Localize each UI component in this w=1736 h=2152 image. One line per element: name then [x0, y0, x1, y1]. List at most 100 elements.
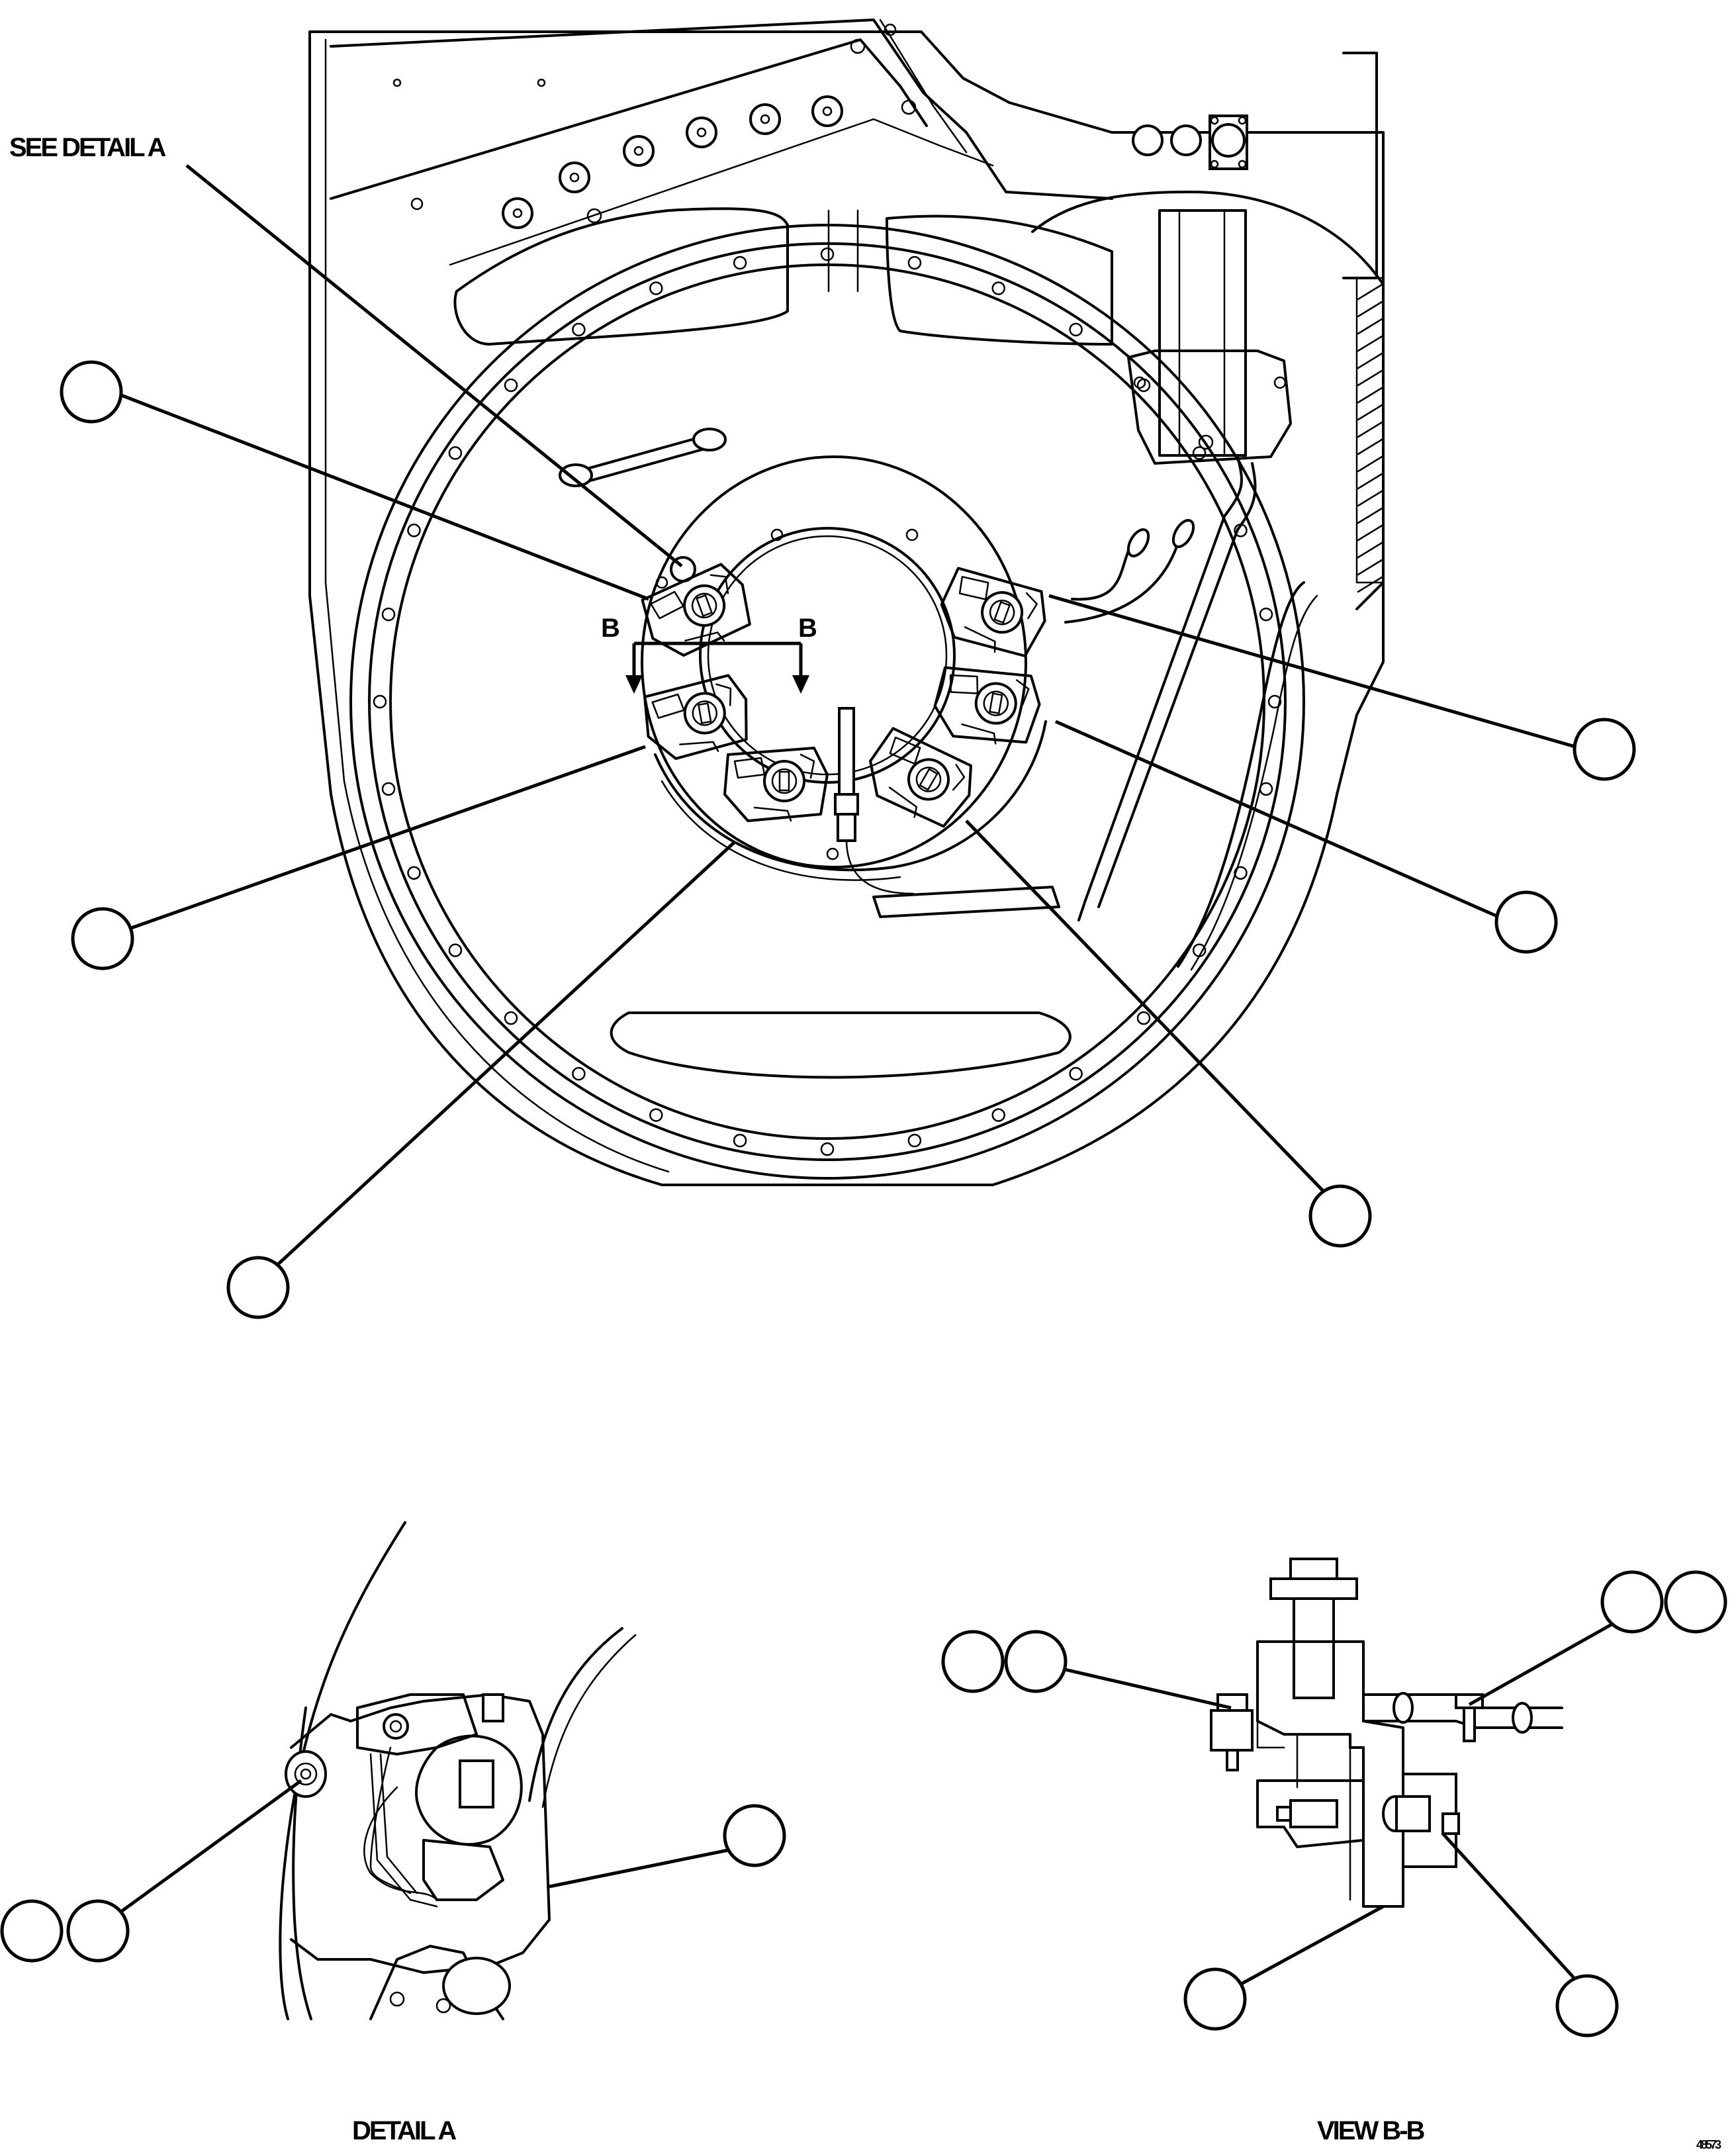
ring-bolt — [407, 524, 421, 538]
callout-balloon-1 — [60, 360, 123, 424]
cable-far-right-2 — [1190, 594, 1318, 971]
ring-bolt — [1136, 1011, 1151, 1025]
view-b-b: VIEW B-B — [941, 1558, 1727, 2145]
shield-plate — [1031, 191, 1385, 610]
drawing-number: 48573 — [1696, 2138, 1721, 2151]
top-panel-slope — [330, 38, 928, 200]
ring-bolt — [572, 1066, 586, 1081]
ring-bolt — [907, 256, 922, 270]
ring-bolt — [907, 1133, 922, 1148]
outer-ring-inner — [368, 242, 1287, 1161]
upper-window — [453, 207, 789, 346]
ring-bolt — [1259, 607, 1273, 622]
cable-leads — [1064, 519, 1195, 624]
detail-a-plate — [290, 1693, 551, 1974]
brush-holder — [940, 567, 1046, 657]
detail-a-brush — [422, 1839, 504, 1901]
callout-balloon-2 — [1573, 718, 1636, 781]
callout-balloon-5 — [1308, 1184, 1372, 1248]
callout-balloon-detail-a-2 — [66, 1899, 130, 1963]
housing-inner-edge — [324, 38, 670, 1173]
bb-bolt-head — [1289, 1558, 1338, 1580]
callout-balloon-bb-2 — [1004, 1630, 1068, 1693]
hatched-strip — [1355, 277, 1385, 584]
leader-detail-a-1 — [118, 1779, 302, 1915]
bb-screw-left — [1216, 1693, 1248, 1712]
callout-balloon-bb-6 — [1555, 1974, 1619, 2037]
ring-bolt — [504, 1011, 518, 1025]
leader-detail-a-3 — [549, 1848, 729, 1889]
brush-holder — [641, 563, 751, 657]
brush-holders — [641, 563, 1046, 828]
leader-bb-1 — [1058, 1666, 1232, 1710]
callout-balloon-bb-1 — [941, 1630, 1005, 1693]
ring-bolt — [1069, 322, 1083, 337]
detail-a-arc-outer — [279, 1521, 406, 2020]
ring-bolts — [373, 247, 1282, 1156]
leader-bb-3 — [1468, 1613, 1629, 1707]
callout-balloon-3 — [1494, 890, 1558, 954]
ring-bolt — [991, 281, 1005, 295]
brush-holder — [869, 727, 972, 828]
lower-window — [610, 1011, 1072, 1079]
top-panel-rib — [879, 19, 968, 154]
leader-3 — [1054, 720, 1500, 919]
ring-bolt — [1234, 866, 1248, 880]
section-cut-b-b — [625, 641, 809, 694]
spoke-vertical — [827, 209, 859, 293]
detail-a-arc-right-2 — [541, 1634, 637, 1808]
see-detail-label: SEE DETAIL A — [9, 133, 166, 162]
ring-bolt — [1069, 1066, 1083, 1081]
ring-bolt — [820, 1142, 835, 1156]
callout-balloon-bb-4 — [1664, 1570, 1727, 1634]
brush-holder — [933, 666, 1041, 745]
cable-far-right — [1177, 581, 1305, 968]
callout-balloon-detail-a-1 — [0, 1899, 64, 1963]
outer-ring — [349, 224, 1305, 1180]
leader-1 — [117, 392, 649, 601]
leader-6 — [277, 841, 736, 1266]
section-label-right: B — [798, 614, 817, 643]
hub-outer — [641, 455, 1027, 868]
ring-bolt — [1267, 694, 1282, 709]
callout-balloon-bb-3 — [1600, 1570, 1664, 1634]
center-sensor — [834, 707, 915, 895]
detail-a-ring — [415, 1734, 523, 1846]
view-b-b-title: VIEW B-B — [1317, 2116, 1425, 2145]
hatching — [1357, 283, 1383, 593]
ring-bolt — [572, 322, 586, 337]
callout-balloon-bb-5 — [1183, 1967, 1247, 2031]
cable-right — [1077, 455, 1243, 921]
leader-see-detail — [185, 164, 683, 567]
bracket-slot — [1158, 209, 1247, 457]
bb-washer — [1269, 1577, 1358, 1600]
ring-bolt — [733, 256, 747, 270]
leader-4 — [130, 745, 646, 930]
hub-bore — [699, 527, 956, 784]
leader-bb-5 — [1236, 1904, 1385, 1988]
brush-holder — [723, 747, 829, 822]
bb-bolt-shank — [1293, 1597, 1335, 1699]
ring-bolt — [991, 1108, 1005, 1122]
bracket-plate — [1127, 350, 1292, 465]
callout-balloon-6 — [226, 1256, 290, 1319]
detail-a-holder — [356, 1693, 478, 1755]
ring-bolt — [649, 1108, 663, 1122]
housing-outline — [308, 30, 1385, 1186]
brush-holder — [643, 674, 748, 761]
ring-bolt — [373, 694, 387, 709]
detail-a-arc-right — [528, 1627, 623, 1802]
upper-window-2 — [886, 214, 1113, 346]
detail-a: DETAIL A — [0, 1521, 786, 2145]
top-panel-slope-2 — [449, 118, 994, 266]
ring-bolt — [381, 782, 396, 796]
bb-lower-holder — [1256, 1779, 1365, 1848]
bracket-slot-inner — [1178, 209, 1226, 457]
main-view: B B SEE DETAIL A — [9, 19, 1636, 1319]
tie-rod — [559, 428, 727, 487]
cable-right-2 — [1097, 462, 1257, 908]
detail-a-mount-bolt — [285, 1750, 327, 1798]
ring-bolt — [504, 378, 518, 393]
ring-bolt — [407, 866, 421, 880]
